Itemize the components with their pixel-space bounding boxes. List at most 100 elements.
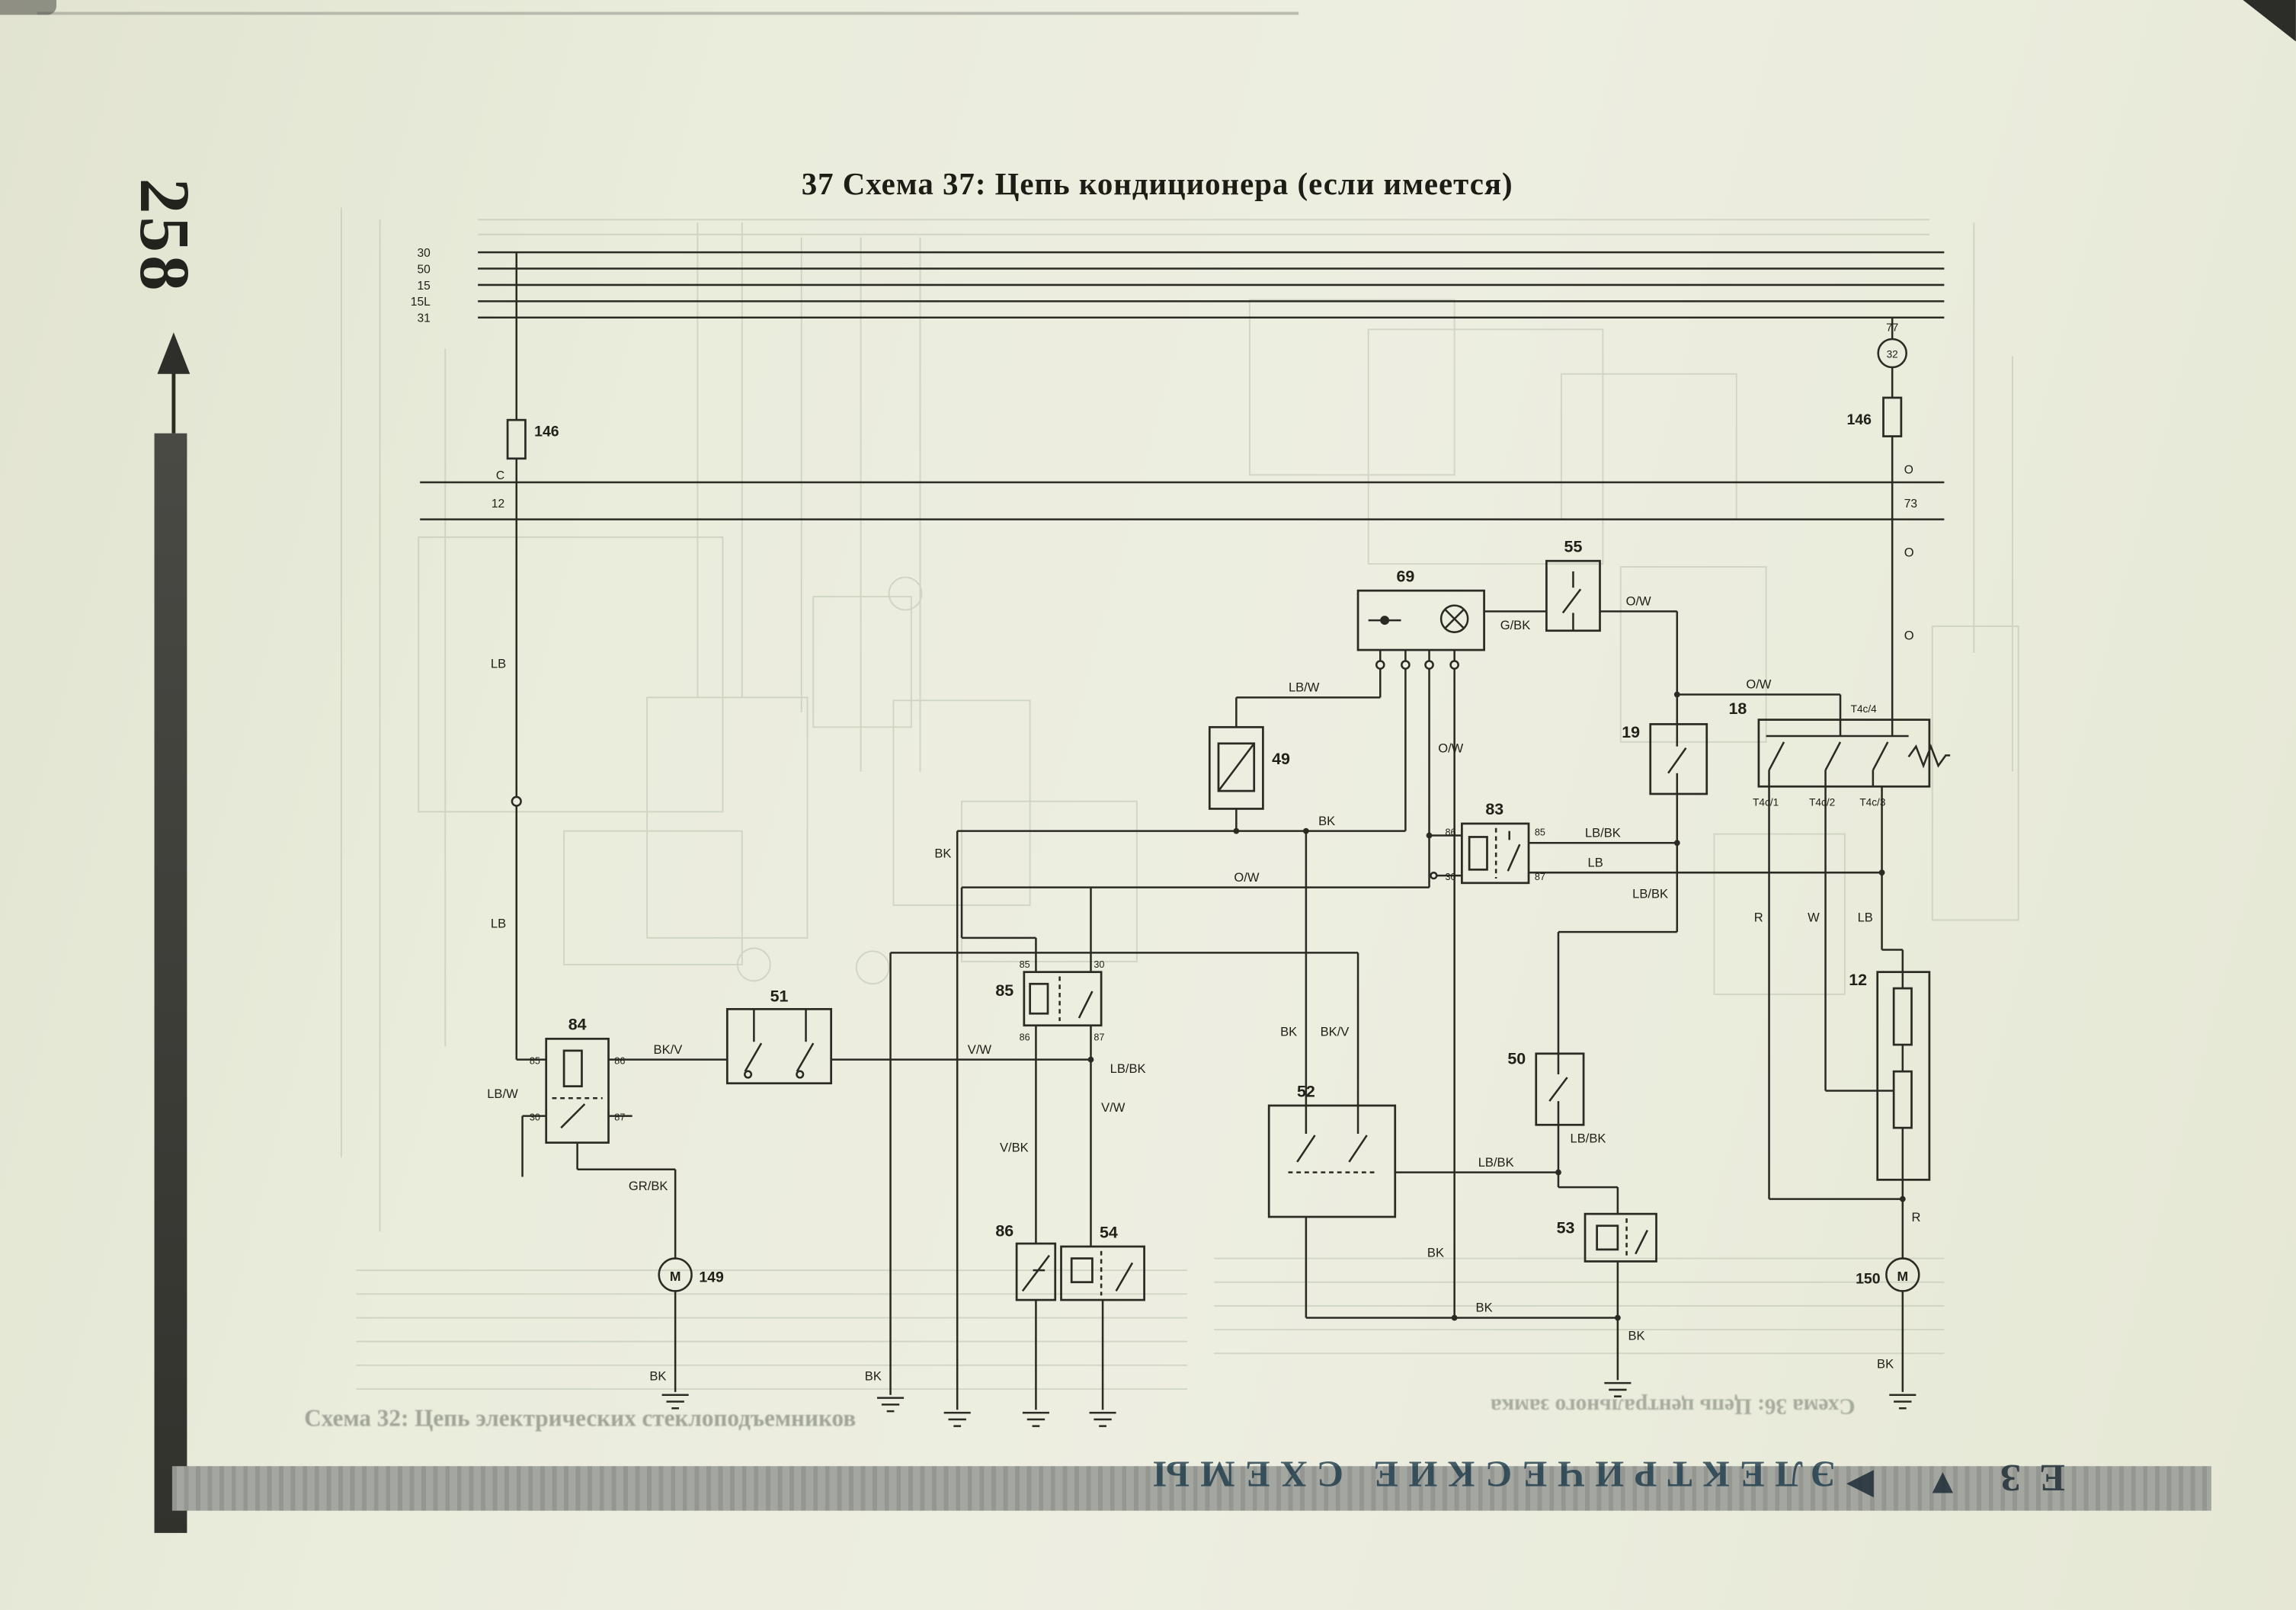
- pin-label: 30: [1446, 872, 1456, 882]
- component-number: 53: [1557, 1218, 1575, 1237]
- pin-label: T4c/4: [1851, 703, 1877, 715]
- motor-letter: M: [670, 1269, 681, 1284]
- wire-label: R: [1912, 1210, 1921, 1224]
- wire-label: BK: [1280, 1024, 1297, 1039]
- component-number: 84: [568, 1016, 587, 1034]
- wire-label: V/BK: [1000, 1140, 1029, 1154]
- wire-label: BK: [1628, 1329, 1645, 1343]
- motor-letter: M: [1897, 1269, 1909, 1284]
- diagram-linework: [157, 251, 1951, 1427]
- wire-label: GR/BK: [629, 1179, 668, 1193]
- component-number: 50: [1507, 1049, 1526, 1067]
- wire-label: BK: [934, 847, 951, 861]
- pin-label: T4c/3: [1859, 797, 1885, 808]
- wire-label: BK: [1318, 814, 1335, 828]
- wire-label: O/W: [1234, 870, 1259, 885]
- pin-label: T4c/1: [1753, 797, 1779, 808]
- wire-label: BK/V: [654, 1042, 683, 1057]
- wire-label: LB: [491, 656, 506, 671]
- wire-label: O: [1904, 628, 1914, 642]
- pin-label: 87: [1094, 1032, 1104, 1042]
- wire-label: BK/V: [1321, 1024, 1350, 1039]
- terminal-label: 77: [1886, 322, 1898, 334]
- diagram-labels: 30501515L31146C12LBLB7732146O73OO6955491…: [411, 247, 1921, 1383]
- component-number: 55: [1564, 538, 1583, 556]
- component-number: 69: [1396, 567, 1414, 585]
- component-number: 52: [1297, 1082, 1315, 1100]
- wire-label: G/BK: [1500, 618, 1531, 632]
- terminal-label: 12: [492, 498, 504, 511]
- pin-label: 86: [614, 1055, 625, 1066]
- bottom-rule: [171, 1466, 2211, 1511]
- pin-label: T4c/2: [1809, 797, 1835, 808]
- motor-149: [658, 1257, 693, 1292]
- ghost-corner-arrows: ◀ ▲: [1846, 1461, 1981, 1502]
- wire-label: LB/BK: [1478, 1155, 1514, 1170]
- sidebar-rule: [154, 433, 187, 1533]
- wire-label: BK: [1427, 1246, 1444, 1260]
- component-number: 146: [534, 424, 559, 440]
- pin-label: 85: [1535, 827, 1545, 837]
- component-53-box: [1584, 1212, 1657, 1263]
- component-number: 19: [1622, 723, 1640, 741]
- pin-label: 85: [530, 1055, 540, 1066]
- component-84-box: [545, 1037, 610, 1144]
- wire-label: V/W: [1101, 1100, 1126, 1115]
- component-number: 149: [699, 1269, 724, 1286]
- ghost-caption-left: Схема 32: Цепь электрических стеклоподъе…: [304, 1407, 857, 1432]
- wire-label: O: [1904, 545, 1914, 559]
- pin-label: 86: [1446, 827, 1456, 837]
- ground-symbol: [1021, 1411, 1051, 1427]
- bus-lines: [420, 251, 1945, 520]
- pin-label: 85: [1020, 959, 1030, 970]
- wire-label: LB/BK: [1110, 1061, 1146, 1076]
- pin-label: 30: [1094, 959, 1104, 970]
- component-85-box: [1023, 971, 1103, 1027]
- component-52-box: [1267, 1104, 1397, 1218]
- wire-label: BK: [649, 1368, 666, 1383]
- junction-dots: [1087, 691, 1906, 1321]
- terminal-label: 73: [1904, 498, 1917, 511]
- wire-label: LB: [491, 916, 506, 930]
- page-up-arrow-icon: [157, 332, 191, 434]
- wire-label: BK: [1476, 1301, 1493, 1315]
- component-number: 18: [1729, 699, 1747, 718]
- fuse-146-right: [1882, 396, 1903, 437]
- wire-label: O/W: [1438, 741, 1463, 755]
- wire-label: BK: [1877, 1357, 1894, 1372]
- ground-symbol: [876, 1397, 905, 1413]
- diagram-title: 37 Схема 37: Цепь кондиционера (если име…: [801, 166, 1513, 202]
- wire-label: V/W: [968, 1042, 992, 1057]
- component-number: 85: [995, 981, 1014, 1000]
- wire-label: LB/BK: [1571, 1131, 1606, 1146]
- component-19-box: [1649, 723, 1708, 795]
- scan-artifact-topline: [37, 11, 1299, 15]
- terminal-label: 32: [1887, 348, 1898, 360]
- component-83-box: [1461, 822, 1530, 885]
- component-number: 12: [1849, 971, 1867, 989]
- wire-label: O/W: [1746, 677, 1771, 692]
- component-51-box: [725, 1008, 833, 1085]
- pin-label: 87: [1535, 872, 1545, 882]
- ghost-corner-letters: ЕЗ: [1982, 1455, 2065, 1500]
- ground-symbol: [943, 1411, 972, 1427]
- component-54-box: [1060, 1245, 1145, 1301]
- component-number: 150: [1856, 1271, 1881, 1288]
- wire-label: LB: [1858, 910, 1873, 924]
- pin-label: 87: [614, 1112, 625, 1122]
- pin-label: 30: [530, 1112, 540, 1122]
- wire-label: R: [1754, 910, 1763, 924]
- wire-label: LB/BK: [1632, 886, 1668, 901]
- wire-label: LB/BK: [1585, 825, 1621, 840]
- bus-label: 50: [417, 263, 431, 276]
- component-18-box: [1757, 719, 1931, 788]
- component-69-box: [1356, 589, 1485, 651]
- bus-label: 15: [417, 280, 431, 293]
- component-number: 83: [1485, 800, 1503, 818]
- ghost-banner: ЭЛЕКТРИЧЕСКИЕ СХЕМЫ: [1142, 1452, 1836, 1493]
- wire-label: O/W: [1626, 594, 1651, 609]
- bus-label: 31: [417, 312, 430, 325]
- wire-label: LB/W: [487, 1087, 518, 1101]
- component-number: 49: [1272, 750, 1290, 768]
